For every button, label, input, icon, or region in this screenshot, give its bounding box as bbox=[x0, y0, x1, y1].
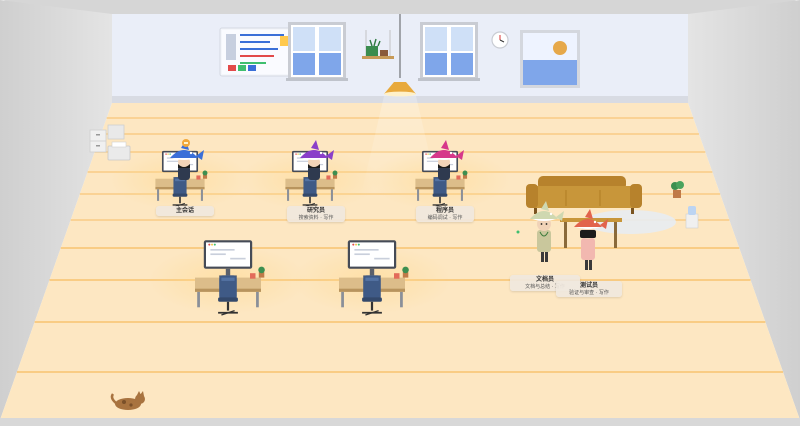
desks bbox=[110, 150, 510, 316]
desk-plant bbox=[462, 170, 468, 176]
mug bbox=[456, 175, 461, 180]
agent-name: 主会话 bbox=[175, 207, 194, 214]
left-wall bbox=[0, 0, 112, 420]
agent-main bbox=[170, 139, 204, 180]
mug bbox=[196, 175, 201, 180]
desk-plant bbox=[332, 170, 338, 176]
agent-name: 测试员 bbox=[579, 282, 598, 289]
wall-painting bbox=[520, 30, 580, 88]
filing-cabinet bbox=[89, 124, 125, 153]
status-dot bbox=[516, 230, 520, 234]
desk-plant bbox=[202, 170, 208, 176]
desk-plant bbox=[258, 266, 265, 274]
window-right bbox=[418, 22, 480, 81]
agent-programmer bbox=[430, 140, 464, 180]
agent-status: 文档与总结 · 写作 bbox=[525, 283, 565, 290]
mug bbox=[394, 273, 400, 279]
window-left bbox=[286, 22, 348, 81]
agents bbox=[170, 139, 608, 270]
wall-clock bbox=[491, 31, 509, 49]
agent-name: 文档员 bbox=[535, 276, 554, 283]
agent-name: 程序员 bbox=[435, 207, 454, 214]
desk-empty-left bbox=[195, 240, 265, 316]
office-chair bbox=[302, 177, 318, 208]
agent-researcher bbox=[300, 140, 334, 180]
agent-documenter bbox=[530, 201, 564, 262]
potted-plant bbox=[671, 181, 684, 198]
agent-status: 验证与审查 · 写作 bbox=[569, 289, 609, 296]
desk-plant bbox=[402, 266, 409, 274]
hanging-shelf bbox=[362, 30, 394, 59]
agent-label-main: 主会话 bbox=[156, 206, 214, 216]
cat bbox=[110, 391, 145, 410]
office-chair bbox=[218, 275, 238, 316]
sticky-note-board bbox=[219, 27, 295, 77]
sofa bbox=[526, 176, 642, 214]
agent-tester bbox=[574, 209, 608, 270]
water-cooler bbox=[685, 206, 699, 229]
agent-name: 研究员 bbox=[306, 207, 325, 214]
rug bbox=[584, 210, 676, 234]
ceiling bbox=[0, 0, 800, 14]
hair bbox=[580, 230, 596, 238]
printer bbox=[107, 141, 131, 161]
agent-label-tester: 测试员 验证与审查 · 写作 bbox=[556, 281, 622, 297]
desk-empty-right bbox=[339, 240, 409, 316]
mug bbox=[250, 273, 256, 279]
office-chair bbox=[362, 275, 382, 316]
agent-label-researcher: 研究员 搜索资料 · 写作 bbox=[287, 206, 345, 222]
mug bbox=[326, 175, 331, 180]
agent-status: 编码调试 · 写作 bbox=[427, 214, 463, 221]
agent-label-programmer: 程序员 编码调试 · 写作 bbox=[416, 206, 474, 222]
lanyard bbox=[539, 231, 549, 237]
right-wall bbox=[688, 0, 800, 420]
crown-icon bbox=[182, 139, 190, 147]
agent-status: 搜索资料 · 写作 bbox=[298, 214, 334, 221]
